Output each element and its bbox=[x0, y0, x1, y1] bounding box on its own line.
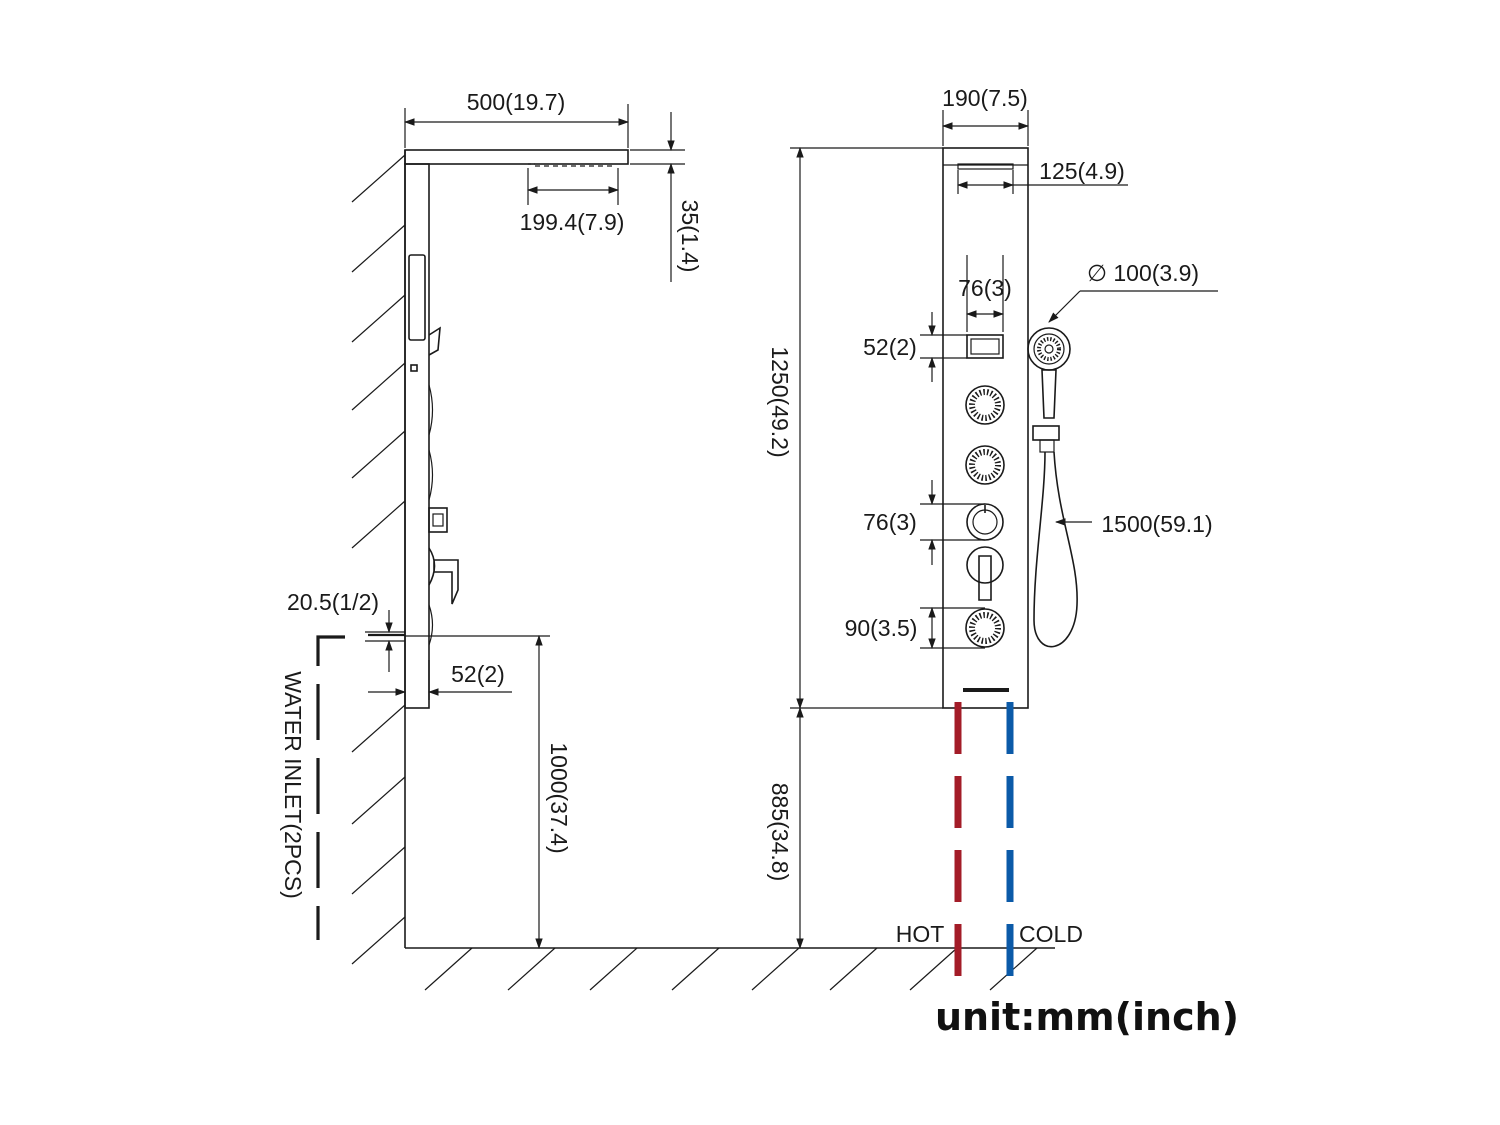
body-jet-1 bbox=[965, 385, 1005, 425]
tub-spout bbox=[963, 688, 1009, 692]
front-rain-slot bbox=[957, 163, 1014, 170]
diverter-knob bbox=[966, 503, 1004, 541]
side-jet-3 bbox=[428, 604, 434, 646]
side-jet-1 bbox=[428, 384, 434, 436]
dim-knob-size: 76(3) bbox=[863, 509, 917, 535]
side-display bbox=[408, 254, 426, 341]
side-lever bbox=[428, 547, 459, 605]
side-dimensions: 500(19.7) 199.4(7.9) 35(1.4) 20.5(1/2) 5… bbox=[280, 89, 703, 950]
dim-side-width: 500(19.7) bbox=[467, 89, 565, 115]
dim-handshower-diameter: ∅ 100(3.9) bbox=[1087, 260, 1199, 286]
front-dimensions: 190(7.5) 125(4.9) 1250(49.2) 885(34.8) ∅… bbox=[767, 85, 1218, 950]
dim-top-thickness: 35(1.4) bbox=[677, 200, 703, 273]
dim-hose-length: 1500(59.1) bbox=[1101, 511, 1212, 537]
side-jet-2 bbox=[428, 449, 434, 501]
dim-install-height: 1000(37.4) bbox=[546, 742, 572, 853]
unit-caption: unit:mm(inch) bbox=[935, 995, 1239, 1039]
mixer-lever bbox=[966, 546, 1004, 601]
body-jet-3 bbox=[965, 608, 1005, 648]
side-knob bbox=[428, 507, 448, 533]
shower-hose bbox=[1033, 451, 1078, 648]
cold-label: COLD bbox=[1019, 921, 1083, 947]
side-knob-cap bbox=[432, 513, 444, 527]
side-indicator bbox=[410, 364, 418, 372]
dim-front-width: 190(7.5) bbox=[942, 85, 1028, 111]
water-inlet-bracket bbox=[316, 635, 345, 940]
wall-hatching bbox=[351, 154, 406, 965]
front-display bbox=[966, 334, 1004, 359]
hot-label: HOT bbox=[896, 921, 945, 947]
front-view bbox=[942, 147, 1078, 976]
floor-hatching bbox=[424, 947, 1038, 991]
side-view bbox=[316, 149, 1055, 991]
dim-rain-width: 199.4(7.9) bbox=[520, 209, 625, 235]
dim-panel-depth: 52(2) bbox=[451, 661, 505, 687]
side-panel-body bbox=[404, 163, 430, 709]
dim-top-rain-width: 125(4.9) bbox=[1039, 158, 1125, 184]
side-handshower bbox=[428, 326, 441, 356]
side-top-arm bbox=[404, 149, 629, 165]
water-inlet-label: WATER INLET(2PCS) bbox=[280, 671, 306, 898]
hand-shower bbox=[1027, 327, 1078, 648]
body-jet-2 bbox=[965, 445, 1005, 485]
rain-holes bbox=[528, 163, 612, 167]
dim-display-height: 52(2) bbox=[863, 334, 917, 360]
front-panel-body bbox=[942, 147, 1029, 709]
dim-floor-height: 885(34.8) bbox=[767, 783, 793, 881]
dim-display-width: 76(3) bbox=[958, 275, 1012, 301]
dim-panel-height: 1250(49.2) bbox=[767, 346, 793, 457]
dim-jet-size: 90(3.5) bbox=[845, 615, 918, 641]
dim-inlet-offset: 20.5(1/2) bbox=[287, 589, 379, 615]
